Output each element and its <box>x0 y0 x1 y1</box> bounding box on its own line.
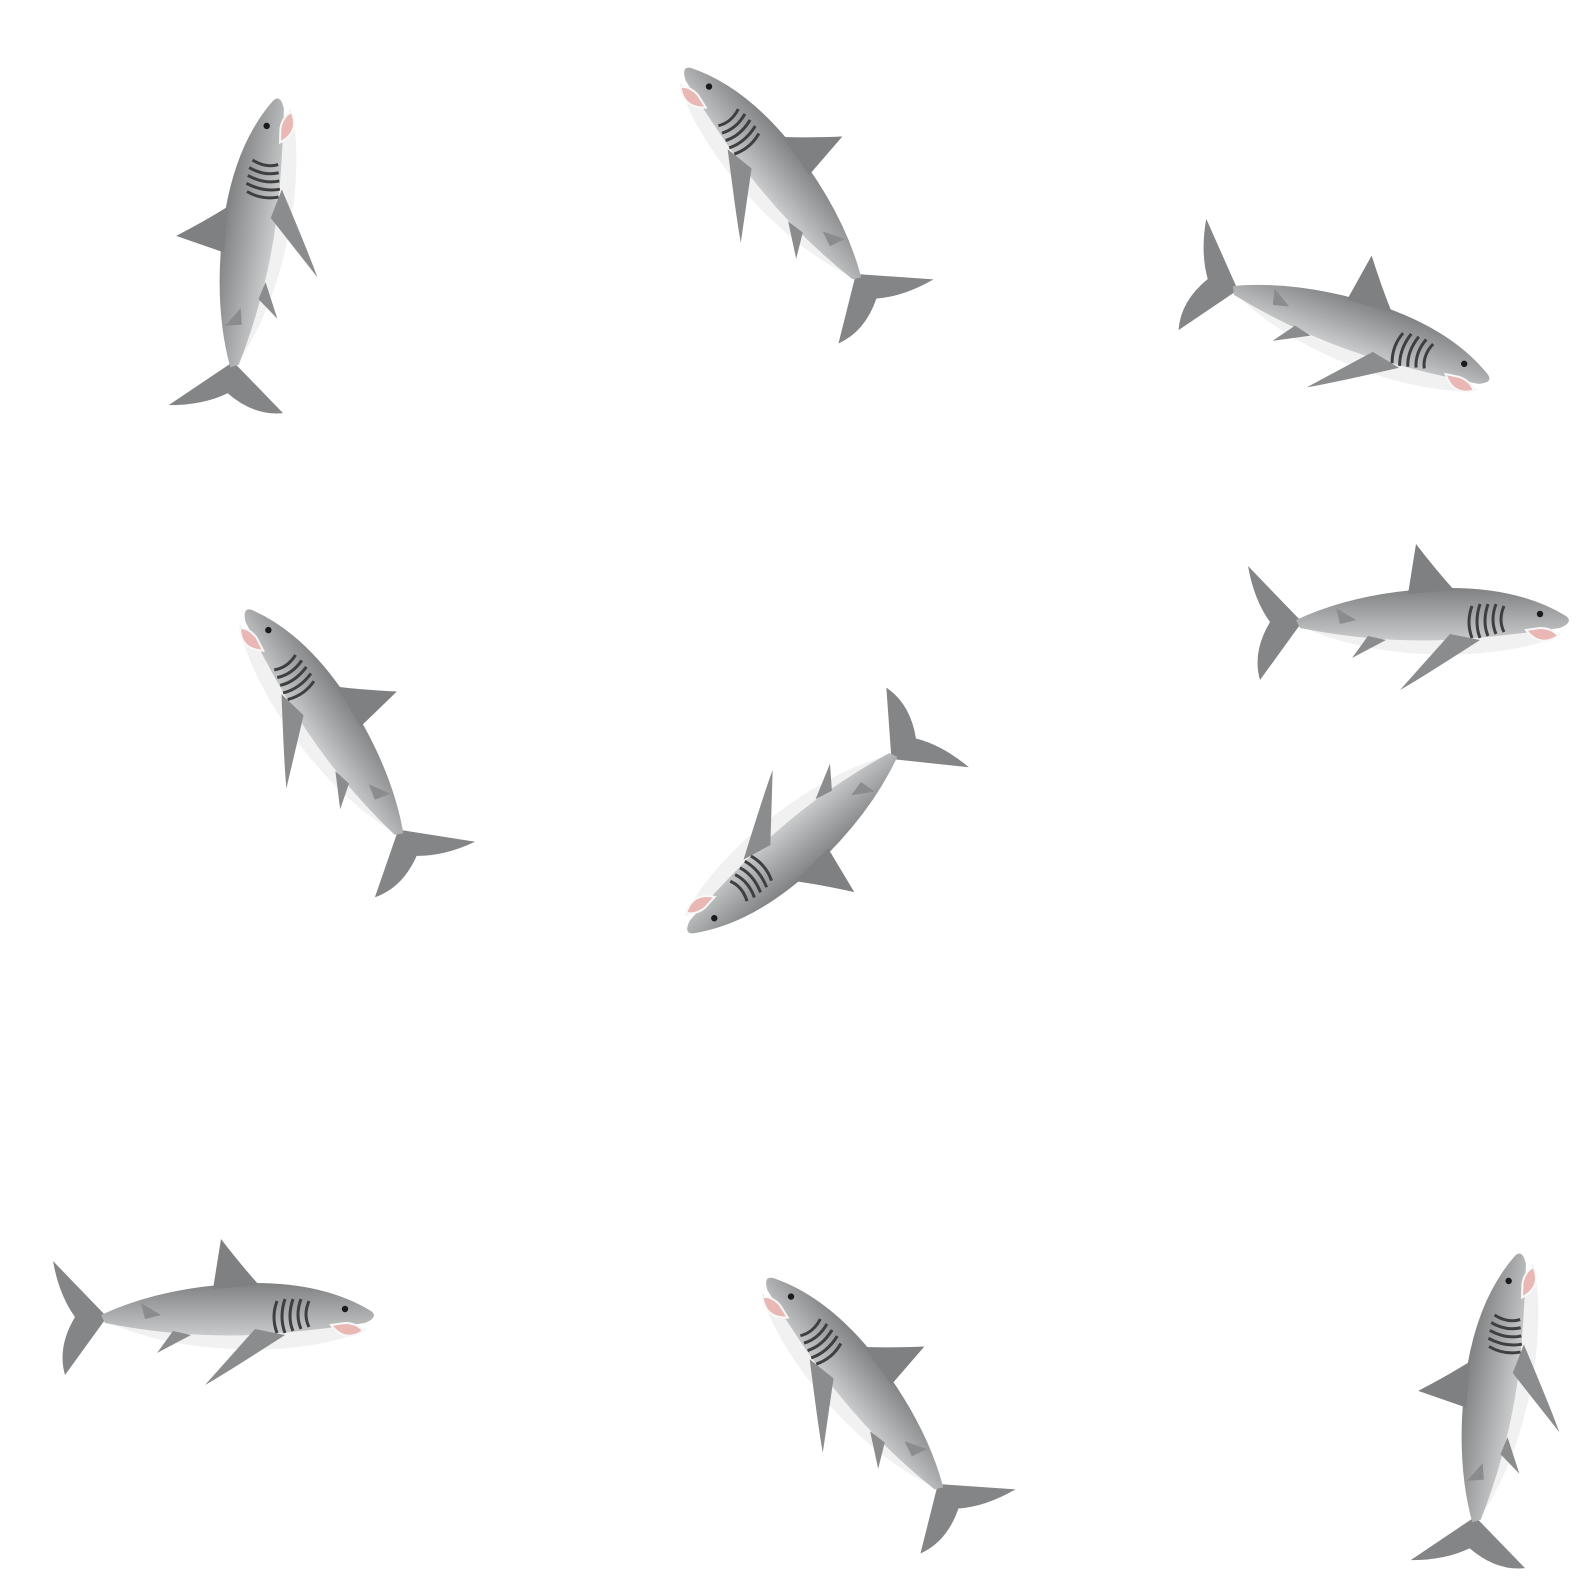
shark-illustration <box>1162 196 1517 447</box>
shark-figurine <box>45 1225 385 1405</box>
shark-figurine <box>610 2 966 378</box>
shark-figurine <box>1240 530 1580 710</box>
shark-illustration <box>1387 1238 1591 1584</box>
shark-figurine <box>132 72 368 438</box>
shark-figurine <box>167 549 509 931</box>
shark-figurine <box>622 652 998 1008</box>
shark-figurine <box>1149 182 1530 467</box>
shark-illustration <box>51 1237 376 1387</box>
shark-illustration <box>1246 542 1571 692</box>
shark-illustration <box>712 1227 1034 1571</box>
shark-illustration <box>145 83 349 429</box>
shark-figurine <box>1374 1227 1596 1593</box>
shark-illustration <box>641 670 985 992</box>
shark-illustration <box>630 17 952 361</box>
shark-figurine <box>692 1212 1048 1588</box>
shark-illustration <box>188 564 495 915</box>
